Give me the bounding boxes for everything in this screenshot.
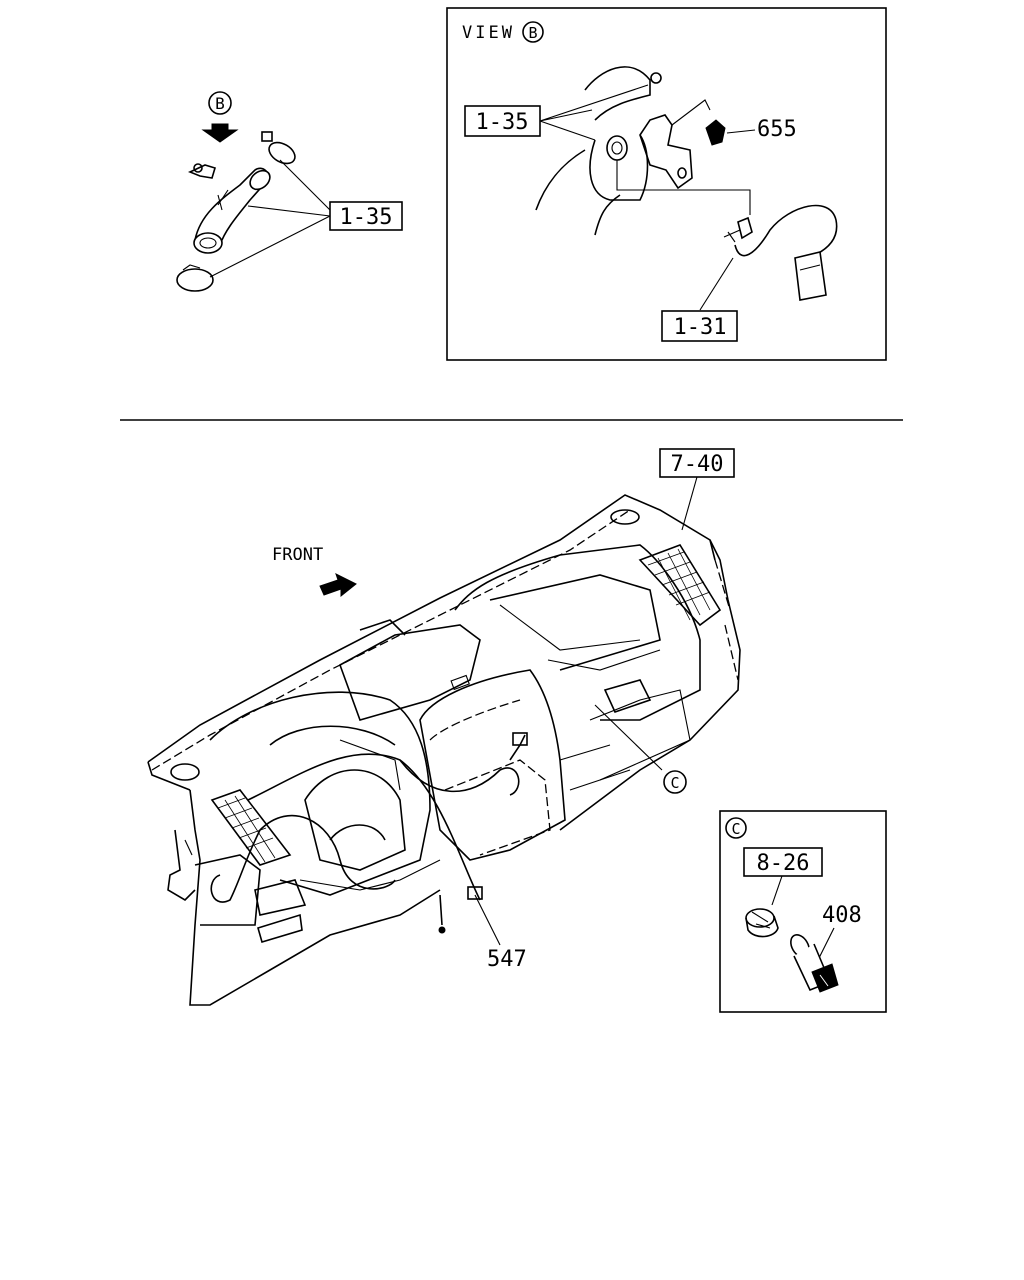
left-bracket-icon xyxy=(167,829,196,902)
callout-box-1-35-left xyxy=(329,201,403,231)
view-b-panel: VIEW B 655 1-35 1-31 xyxy=(446,7,887,361)
socket-8-26-icon xyxy=(745,908,779,938)
center-top-panel xyxy=(339,624,481,721)
bracket-icon xyxy=(187,164,216,179)
hose-assembly-group: B 1-35 xyxy=(176,91,403,292)
harness-connector-icon xyxy=(512,732,528,746)
detail-c-marker: C xyxy=(731,820,740,838)
sensor-port-icon xyxy=(606,135,628,161)
cluster-hood-outline xyxy=(209,691,431,896)
glovebox-latch-icon xyxy=(603,679,652,713)
view-b-frame xyxy=(446,7,887,361)
dash-top-edge xyxy=(147,494,716,763)
connector-icon xyxy=(794,251,827,301)
view-b-marker-letter: B xyxy=(215,94,225,113)
right-vent-grille-icon xyxy=(638,544,722,627)
view-b-title-marker: B xyxy=(528,24,537,42)
harness-547-left-run xyxy=(210,814,396,903)
steering-column-opening xyxy=(304,769,406,871)
callout-408: 408 xyxy=(822,903,862,928)
callout-1-31: 1-31 xyxy=(674,315,727,340)
callout-box-8-26 xyxy=(743,847,823,877)
dash-lower-left-edge xyxy=(189,789,441,1006)
left-vent-grille-icon xyxy=(210,789,292,866)
defrost-vent-left-icon xyxy=(170,763,200,781)
front-label: FRONT xyxy=(272,545,323,565)
glovebox-outline xyxy=(454,544,701,721)
callout-1-35-view-b: 1-35 xyxy=(476,110,529,135)
detail-c-panel: C 8-26 408 xyxy=(719,810,887,1013)
sensor-wire-icon xyxy=(734,204,838,257)
callout-8-26: 8-26 xyxy=(757,851,810,876)
mount-bracket-icon xyxy=(639,114,693,190)
small-clamp-icon xyxy=(268,141,296,165)
left-lower-panel xyxy=(194,854,261,926)
large-clamp-icon xyxy=(176,268,214,292)
callout-547: 547 xyxy=(487,947,527,972)
callout-7-40: 7-40 xyxy=(671,452,724,477)
callout-655: 655 xyxy=(757,117,797,142)
detail-c-ref-circle xyxy=(663,770,687,794)
callout-1-35-left: 1-35 xyxy=(340,205,393,230)
harness-547-main-run xyxy=(247,753,481,901)
callout-box-1-31 xyxy=(661,310,738,342)
defrost-vent-right-icon xyxy=(610,509,640,525)
view-b-title: VIEW xyxy=(462,23,515,43)
view-direction-arrow-icon xyxy=(201,123,239,143)
detail-c-ref-marker: C xyxy=(670,774,679,792)
front-arrow-icon xyxy=(319,573,357,598)
view-b-marker-circle xyxy=(208,91,232,115)
clamp-screw-icon xyxy=(261,131,273,142)
dashboard-assembly: 7-40 FRONT xyxy=(147,448,741,1006)
pipe-upper-icon xyxy=(584,66,651,121)
clip-655-icon xyxy=(705,119,726,146)
sensor-1-31-icon xyxy=(737,216,753,240)
hose-end-icon xyxy=(193,232,223,254)
part-408-icon xyxy=(790,934,839,993)
detail-c-frame xyxy=(719,810,887,1013)
center-console-outline xyxy=(419,669,566,861)
